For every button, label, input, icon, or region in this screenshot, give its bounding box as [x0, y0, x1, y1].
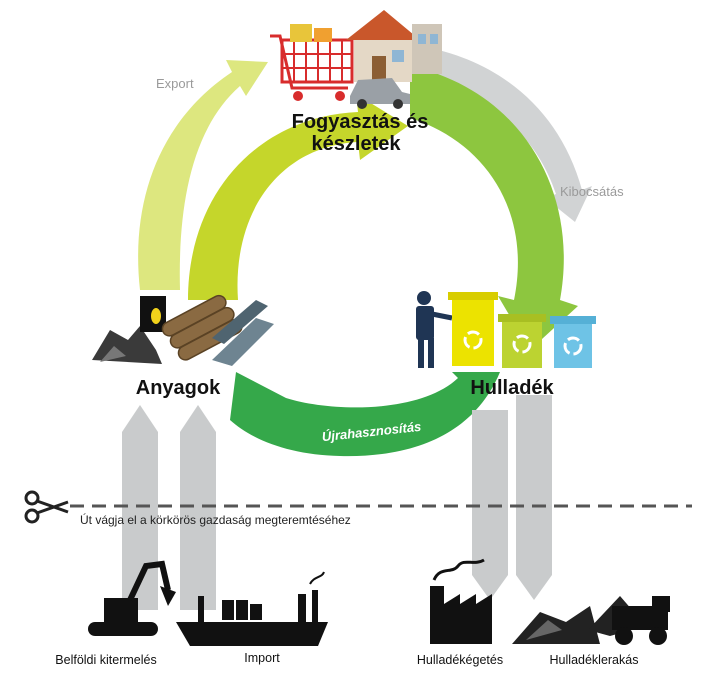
landfill-flow — [516, 395, 552, 600]
recycling-bin-lime-icon — [498, 314, 546, 368]
recycling-arrow — [230, 372, 500, 457]
recycling-bin-yellow-icon — [448, 292, 498, 366]
cut-line-text: Út vágja el a körkörös gazdaság megterem… — [80, 512, 351, 527]
excavator-icon — [88, 560, 176, 636]
recycling-bin-blue-icon — [550, 316, 596, 368]
shopping-cart-icon — [270, 24, 354, 101]
scissors-icon — [24, 490, 69, 524]
import-label: Import — [244, 651, 280, 665]
consumption-label-line2: készletek — [312, 133, 402, 155]
landfill-label: Hulladéklerakás — [550, 653, 639, 667]
incineration-plant-icon — [430, 558, 492, 644]
dump-truck-icon — [512, 596, 670, 645]
materials-label: Anyagok — [136, 377, 221, 399]
export-arrow — [138, 60, 268, 290]
car-icon — [350, 78, 410, 109]
house-icon — [346, 10, 442, 82]
import-flow — [180, 405, 216, 610]
consumption-to-waste-arrow — [410, 66, 578, 350]
waste-label: Hulladék — [470, 377, 554, 399]
export-label: Export — [156, 76, 194, 91]
cargo-ship-icon — [176, 571, 328, 646]
person-icon — [416, 291, 453, 368]
raw-materials-icon — [92, 294, 274, 366]
emission-label: Kibocsátás — [560, 184, 624, 199]
materials-to-consumption-arrow — [188, 94, 408, 300]
incineration-label: Hulladékégetés — [417, 653, 503, 667]
domestic-extraction-label: Belföldi kitermelés — [55, 653, 156, 667]
consumption-label-line1: Fogyasztás és — [292, 111, 429, 133]
